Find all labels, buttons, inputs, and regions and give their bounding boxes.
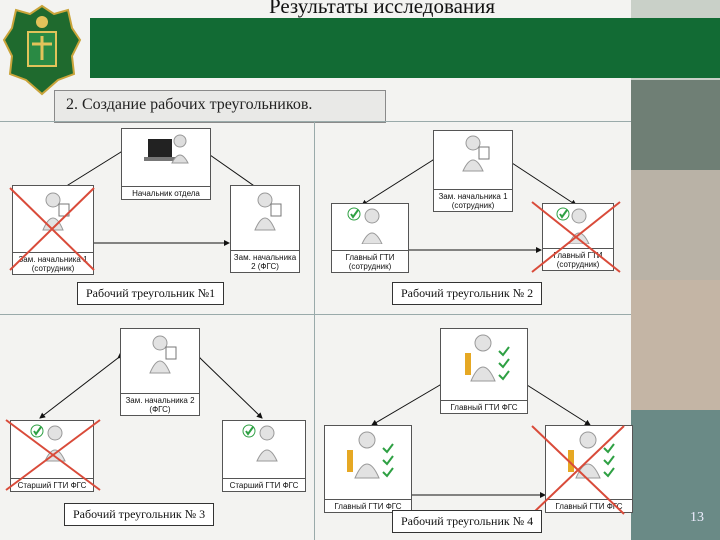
cross-mark-icon — [9, 187, 95, 271]
node-label: Зам. начальника 2 (ФГС) — [231, 250, 299, 271]
connector-arrows — [39, 146, 591, 498]
divider — [0, 314, 631, 315]
node-label: Зам. начальника 2 (ФГС) — [121, 393, 199, 414]
node-chief-inspector-fgs: Главный ГТИ ФГС — [545, 425, 633, 513]
header-band — [90, 18, 720, 78]
section-title: 2. Создание рабочих треугольников. — [66, 96, 313, 113]
person-at-laptop-icon — [144, 134, 189, 164]
person-with-checklist-icon — [465, 334, 510, 382]
triangle-caption: Рабочий треугольник № 4 — [392, 510, 543, 533]
person-with-clipboard-icon — [254, 192, 282, 231]
divider — [314, 121, 315, 540]
person-with-clipboard-icon — [149, 335, 177, 374]
node-label: Главный ГТИ ФГС — [325, 499, 411, 511]
node-deputy-1: Зам. начальника 1 (сотрудник) — [433, 130, 513, 212]
photo-collage-strip — [631, 0, 720, 540]
node-chief-inspector: Главный ГТИ (сотрудник) — [331, 203, 409, 273]
node-label: Зам. начальника 1 (сотрудник) — [434, 189, 512, 210]
node-deputy-2: Зам. начальника 2 (ФГС) — [120, 328, 200, 416]
node-label: Зам. начальника 1 (сотрудник) — [13, 252, 93, 273]
node-chief-inspector-fgs: Главный ГТИ ФГС — [440, 328, 528, 414]
node-chief-inspector-fgs: Главный ГТИ ФГС — [324, 425, 412, 513]
cross-mark-icon — [531, 425, 625, 515]
person-with-checkmark-icon — [242, 424, 278, 462]
node-label: Главный ГТИ ФГС — [441, 400, 527, 412]
person-with-checkmark-icon — [347, 207, 383, 244]
divider — [0, 121, 631, 122]
node-label: Главный ГТИ (сотрудник) — [332, 250, 408, 271]
node-label: Старший ГТИ ФГС — [11, 478, 93, 490]
emblem-logo — [2, 4, 82, 96]
page-title: Результаты исследования — [268, 0, 496, 18]
section-title-bar — [54, 90, 386, 123]
triangle-caption: Рабочий треугольник №1 — [77, 282, 225, 305]
cross-mark-icon — [5, 419, 101, 491]
node-label: Старший ГТИ ФГС — [223, 478, 305, 490]
node-senior-inspector: Старший ГТИ ФГС — [222, 420, 306, 492]
person-with-clipboard-icon — [462, 135, 490, 172]
node-department-head: Начальник отдела — [121, 128, 211, 200]
triangle-caption: Рабочий треугольник № 2 — [392, 282, 543, 305]
person-with-checklist-icon — [347, 431, 394, 479]
cross-mark-icon — [531, 201, 621, 273]
triangle-caption: Рабочий треугольник № 3 — [64, 503, 215, 526]
node-label: Начальник отдела — [122, 186, 210, 198]
node-deputy-2: Зам. начальника 2 (ФГС) — [230, 185, 300, 273]
page-number: 13 — [690, 510, 704, 525]
